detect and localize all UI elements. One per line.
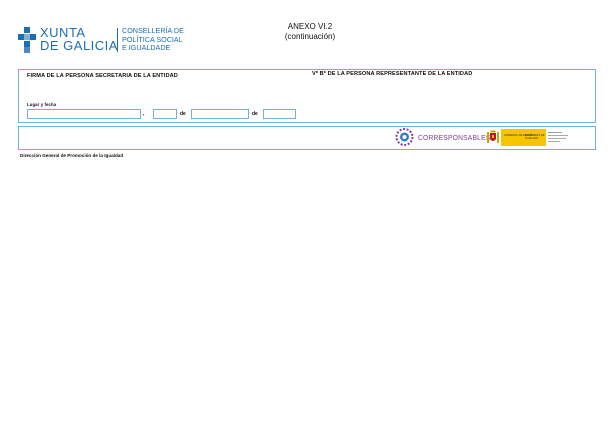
logo-divider xyxy=(117,28,118,52)
comma-separator: , xyxy=(143,111,145,117)
conselleria-line3: E IGUALDADE xyxy=(122,43,171,52)
footer-direccion-general: Dirección General de Promoción de la Igu… xyxy=(20,153,124,158)
representative-approval-label: Vº Bº DE LA PERSONA REPRESENTANTE DE LA … xyxy=(312,71,473,77)
ministerio-text: MINISTERIO DE IGUALDAD xyxy=(525,134,545,140)
day-field[interactable] xyxy=(153,109,177,119)
xunta-wordmark: XUNTA DE GALICIA xyxy=(40,26,118,52)
logos-section xyxy=(18,126,596,150)
conselleria-line1: CONSELLERÍA DE xyxy=(122,26,184,35)
anexo-heading: ANEXO VI.2 (continuación) xyxy=(240,22,380,42)
secretaria-text-block xyxy=(548,132,570,142)
xunta-logo: XUNTA DE GALICIA CONSELLERÍA DE POLÍTICA… xyxy=(18,26,198,56)
de-separator-2: de xyxy=(252,111,258,117)
conselleria-line2: POLÍTICA SOCIAL xyxy=(122,34,183,44)
year-field[interactable] xyxy=(263,109,296,119)
spain-coat-of-arms-icon xyxy=(487,130,499,143)
anexo-subtitle: (continuación) xyxy=(284,32,336,41)
xunta-line2: DE GALICIA xyxy=(40,38,118,53)
corresponsables-logo: CORRESPONSABLES xyxy=(395,128,490,146)
place-date-label: Lugar y fecha xyxy=(27,102,57,107)
conselleria-name: CONSELLERÍA DE POLÍTICA SOCIAL E IGUALDA… xyxy=(122,26,184,53)
signature-section: FIRMA DE LA PERSONA SECRETARIA DE LA ENT… xyxy=(18,69,596,123)
secretary-signature-label: FIRMA DE LA PERSONA SECRETARIA DE LA ENT… xyxy=(27,73,178,79)
corresponsables-wordmark: CORRESPONSABLES xyxy=(418,133,491,142)
place-field[interactable] xyxy=(27,109,141,119)
corresponsables-star-icon xyxy=(395,128,414,146)
month-field[interactable] xyxy=(191,109,249,119)
gobierno-yellow-band: GOBIERNO DE ESPAÑA MINISTERIO DE IGUALDA… xyxy=(501,129,546,146)
xunta-cross-icon xyxy=(18,27,36,53)
gobierno-ministerio-logo: GOBIERNO DE ESPAÑA MINISTERIO DE IGUALDA… xyxy=(486,129,578,146)
gobierno-text: GOBIERNO DE ESPAÑA xyxy=(504,134,534,137)
anexo-title: ANEXO VI.2 xyxy=(287,22,333,31)
de-separator-1: de xyxy=(180,111,186,117)
xunta-line1: XUNTA xyxy=(40,25,86,40)
